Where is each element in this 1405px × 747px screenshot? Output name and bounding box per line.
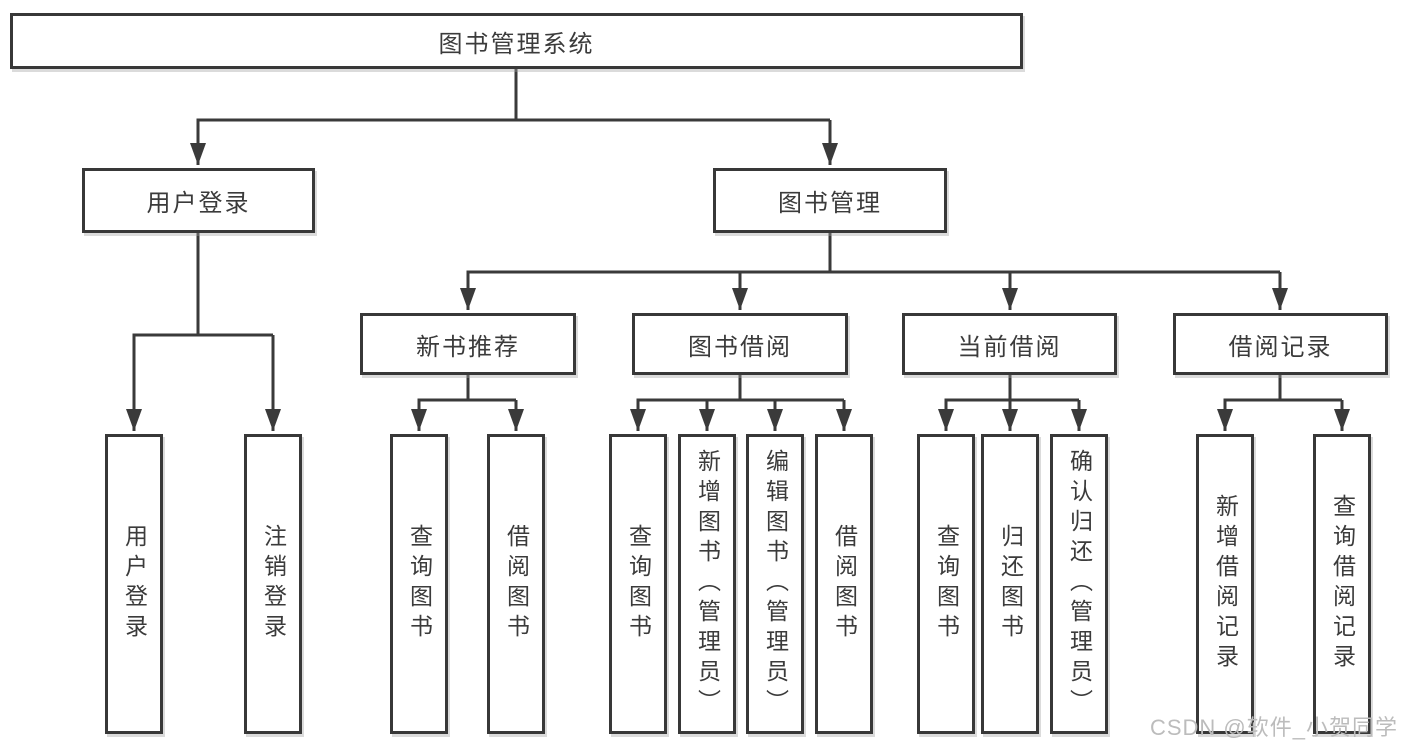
node-user-login: 用户登录 [82,168,315,233]
node-book-management: 图书管理 [713,168,947,233]
node-label: 注销登录 [260,524,287,644]
node-label: 新书推荐 [416,333,520,361]
leaf-borrow-borrow-books: 借阅图书 [815,434,873,734]
node-label: 查询图书 [625,524,652,644]
node-library-management-system: 图书管理系统 [10,13,1023,69]
node-book-borrowing: 图书借阅 [632,313,848,375]
leaf-logout: 注销登录 [244,434,302,734]
leaf-records-add-record: 新增借阅记录 [1196,434,1254,734]
node-label: 用户登录 [146,190,251,217]
node-label: 新增图书（管理员） [694,449,721,719]
node-label: 编辑图书（管理员） [762,449,789,719]
node-label: 借阅图书 [503,524,530,644]
leaf-current-query-books: 查询图书 [917,434,975,734]
node-label: 图书借阅 [688,333,792,361]
node-label: 查询图书 [406,524,433,644]
node-label: 借阅图书 [831,524,858,644]
leaf-current-confirm-return-admin: 确认归还（管理员） [1050,434,1108,734]
node-label: 借阅记录 [1228,333,1333,361]
node-label: 查询借阅记录 [1329,494,1356,674]
node-label: 图书管理系统 [438,30,595,58]
leaf-current-return-books: 归还图书 [981,434,1039,734]
leaf-user-login: 用户登录 [105,434,163,734]
leaf-recommend-query-books: 查询图书 [390,434,448,734]
node-label: 查询图书 [933,524,960,644]
node-new-book-recommend: 新书推荐 [360,313,576,375]
leaf-borrow-query-books: 查询图书 [609,434,667,734]
node-label: 归还图书 [997,524,1024,644]
node-label: 新增借阅记录 [1212,494,1239,674]
watermark: CSDN @软件_小贺同学 [1149,715,1398,740]
node-label: 确认归还（管理员） [1066,449,1093,719]
node-current-borrowing: 当前借阅 [902,313,1117,375]
node-label: 用户登录 [121,524,148,644]
node-label: 当前借阅 [957,333,1062,361]
leaf-records-query-record: 查询借阅记录 [1313,434,1371,734]
leaf-recommend-borrow-books: 借阅图书 [487,434,545,734]
leaf-borrow-add-books-admin: 新增图书（管理员） [678,434,736,734]
leaf-borrow-edit-books-admin: 编辑图书（管理员） [746,434,804,734]
node-label: 图书管理 [778,190,882,217]
node-borrowing-records: 借阅记录 [1173,313,1388,375]
